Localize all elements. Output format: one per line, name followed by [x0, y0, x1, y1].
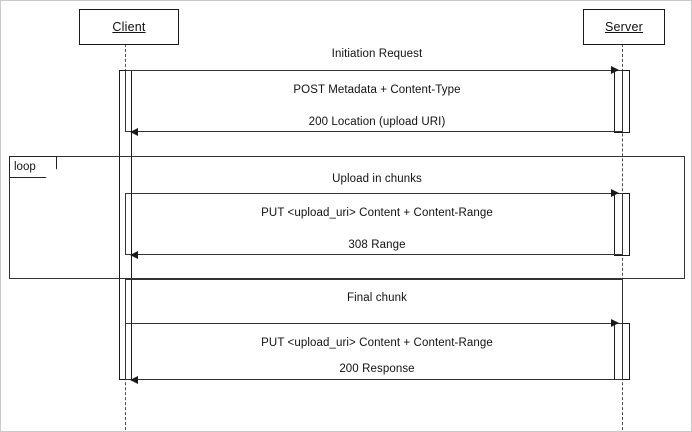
group-final-chunk-header: Final chunk: [347, 292, 407, 304]
participant-client[interactable]: Client: [79, 9, 179, 45]
message-308-range-label: 308 Range: [348, 239, 406, 251]
loop-fragment-label: loop: [14, 161, 36, 173]
message-put-chunk-label: PUT <upload_uri> Content + Content-Range: [261, 207, 493, 219]
arrow-head-200-location: [130, 127, 138, 136]
message-200-location-label: 200 Location (upload URI): [308, 116, 446, 128]
arrow-head-308-range: [130, 250, 138, 259]
message-group-initiation: [125, 70, 623, 132]
arrow-head-put-final-chunk: [611, 318, 619, 327]
message-200-response-label: 200 Response: [339, 363, 415, 375]
group-upload-chunks-header: Upload in chunks: [332, 173, 422, 185]
arrow-head-200-response: [130, 375, 138, 384]
arrow-head-post-metadata: [611, 65, 619, 74]
arrow-head-put-chunk: [611, 188, 619, 197]
message-group-final-chunk: [125, 279, 623, 380]
loop-fragment-frame: [9, 156, 685, 279]
participant-client-label: Client: [112, 20, 146, 34]
participant-server[interactable]: Server: [583, 9, 665, 45]
final-chunk-divider: [125, 323, 623, 324]
loop-fragment-tab: loop: [9, 156, 57, 178]
message-group-upload-chunks: [125, 193, 623, 255]
message-post-metadata-label: POST Metadata + Content-Type: [293, 84, 461, 96]
message-put-final-chunk-label: PUT <upload_uri> Content + Content-Range: [261, 337, 493, 349]
participant-server-label: Server: [604, 20, 644, 34]
group-initiation-header: Initiation Request: [331, 48, 423, 60]
